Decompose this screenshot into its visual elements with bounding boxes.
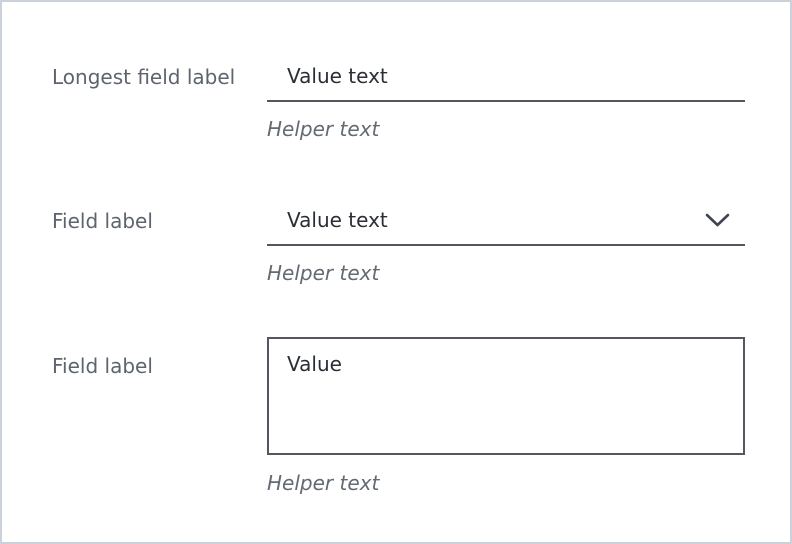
form-field-row: Field label Value text Helper text — [52, 206, 745, 286]
field-control-column: Value text Helper text — [267, 206, 745, 286]
helper-text: Helper text — [267, 117, 380, 141]
text-input[interactable] — [267, 62, 745, 102]
helper-text: Helper text — [267, 471, 380, 495]
field-label-column: Field label — [52, 337, 267, 496]
textarea-input[interactable]: Value — [267, 337, 745, 455]
chevron-down-icon — [705, 213, 730, 227]
helper-text: Helper text — [267, 261, 380, 285]
field-label-column: Longest field label — [52, 62, 267, 142]
form-field-row: Longest field label Helper text — [52, 62, 745, 142]
field-control-column: Value Helper text — [267, 337, 745, 496]
field-label: Field label — [52, 354, 153, 378]
field-label: Field label — [52, 209, 153, 233]
field-control-column: Helper text — [267, 62, 745, 142]
select-input[interactable]: Value text — [267, 206, 745, 246]
form-field-row: Field label Value Helper text — [52, 337, 745, 496]
select-value: Value text — [287, 208, 388, 232]
field-label: Longest field label — [52, 65, 236, 89]
field-label-column: Field label — [52, 206, 267, 286]
